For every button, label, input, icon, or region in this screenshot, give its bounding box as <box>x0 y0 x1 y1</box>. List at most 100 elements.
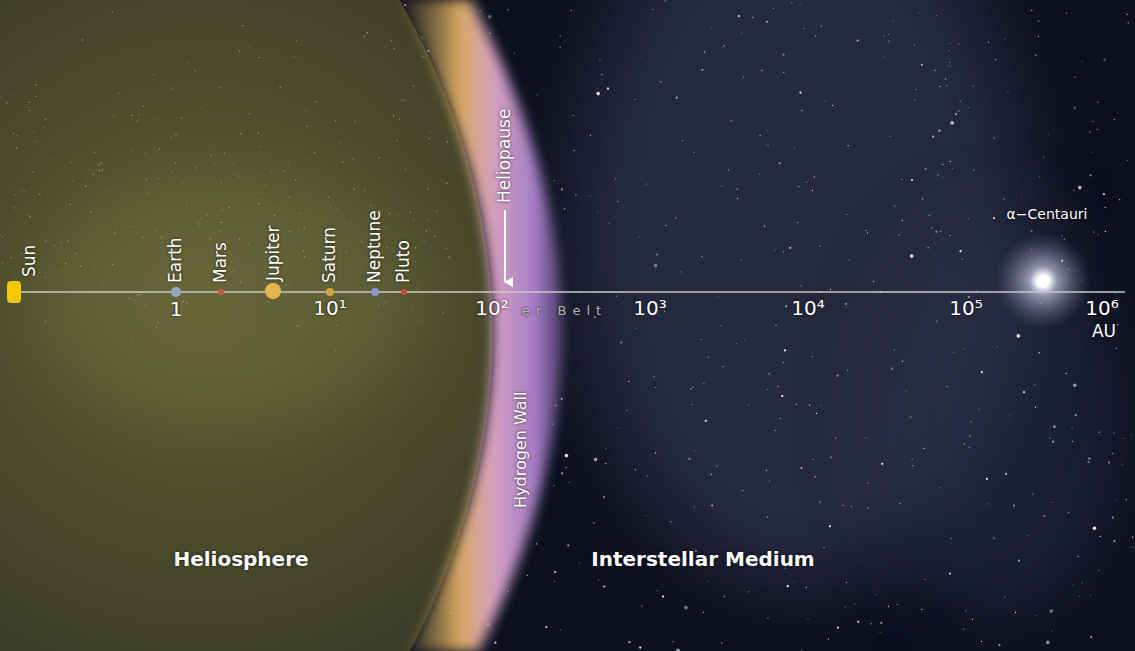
star <box>922 198 923 199</box>
dust-speck <box>288 282 289 283</box>
star <box>821 405 822 406</box>
star <box>670 521 671 522</box>
star <box>560 47 561 48</box>
axis-unit: AU <box>1092 322 1116 342</box>
star <box>1003 199 1004 200</box>
star <box>902 361 903 362</box>
star <box>1127 14 1128 15</box>
star <box>1004 596 1005 597</box>
star <box>800 4 801 5</box>
star <box>814 176 815 177</box>
star <box>789 247 791 249</box>
star <box>566 467 567 468</box>
star <box>676 649 680 651</box>
star <box>812 356 813 357</box>
hydrogen-wall-band <box>400 0 560 651</box>
dust-speck <box>274 206 275 207</box>
star <box>973 170 974 171</box>
star <box>847 370 848 371</box>
dust-speck <box>342 161 343 162</box>
star <box>813 459 814 460</box>
dust-speck <box>98 164 99 165</box>
star <box>1043 156 1044 157</box>
dust-speck <box>128 266 129 267</box>
star <box>1103 193 1105 195</box>
star <box>655 452 656 453</box>
star <box>965 610 966 611</box>
dust-speck <box>282 115 283 116</box>
star <box>1068 512 1069 513</box>
star <box>799 92 801 94</box>
star <box>1103 59 1105 61</box>
star <box>938 130 940 132</box>
star <box>703 612 704 613</box>
body-name: Jupiter <box>264 226 284 281</box>
dust-speck <box>336 325 337 326</box>
star <box>912 459 913 460</box>
dust-speck <box>296 40 297 41</box>
dust-speck <box>405 169 406 170</box>
dust-speck <box>60 242 61 243</box>
star <box>652 9 653 10</box>
dust-speck <box>13 133 14 134</box>
star <box>780 418 781 419</box>
star <box>932 136 934 138</box>
star <box>766 470 767 471</box>
star <box>775 430 776 431</box>
dust-speck <box>27 214 28 215</box>
dust-speck <box>259 57 260 58</box>
dust-speck <box>129 226 130 227</box>
dust-speck <box>171 171 172 172</box>
dust-speck <box>181 117 182 118</box>
star <box>969 447 970 448</box>
star <box>821 26 822 27</box>
star <box>761 70 762 71</box>
star <box>665 0 666 1</box>
star <box>784 349 786 351</box>
star <box>1132 547 1133 548</box>
star <box>682 140 683 141</box>
star <box>964 444 965 445</box>
star <box>949 573 951 575</box>
dust-speck <box>135 300 136 301</box>
star <box>894 350 895 351</box>
star <box>573 115 574 116</box>
star <box>1017 334 1021 338</box>
star <box>836 375 838 377</box>
dust-speck <box>307 126 308 127</box>
dust-speck <box>221 182 222 183</box>
dust-speck <box>447 141 448 142</box>
dust-speck <box>258 132 259 133</box>
star <box>1074 77 1075 78</box>
star <box>964 348 965 349</box>
star <box>884 55 885 56</box>
star <box>722 366 723 367</box>
star <box>737 189 738 190</box>
star <box>1018 560 1020 562</box>
dust-speck <box>45 321 46 322</box>
star <box>769 373 770 374</box>
star <box>616 296 617 297</box>
star <box>691 404 692 405</box>
star <box>738 15 740 17</box>
dust-speck <box>298 230 299 231</box>
dust-speck <box>16 148 17 149</box>
star <box>936 321 937 322</box>
star <box>657 590 658 591</box>
star <box>601 74 602 75</box>
star <box>823 547 824 548</box>
dust-speck <box>137 295 138 296</box>
star <box>1066 373 1067 374</box>
star <box>692 387 693 388</box>
dust-speck <box>61 271 62 272</box>
dust-speck <box>289 197 290 198</box>
star <box>494 642 496 644</box>
star <box>1077 556 1078 557</box>
star <box>949 62 950 63</box>
dust-speck <box>415 247 416 248</box>
dust-speck <box>219 87 220 88</box>
dust-speck <box>361 242 362 243</box>
star <box>554 180 555 181</box>
star <box>981 641 982 642</box>
star <box>1005 473 1007 475</box>
